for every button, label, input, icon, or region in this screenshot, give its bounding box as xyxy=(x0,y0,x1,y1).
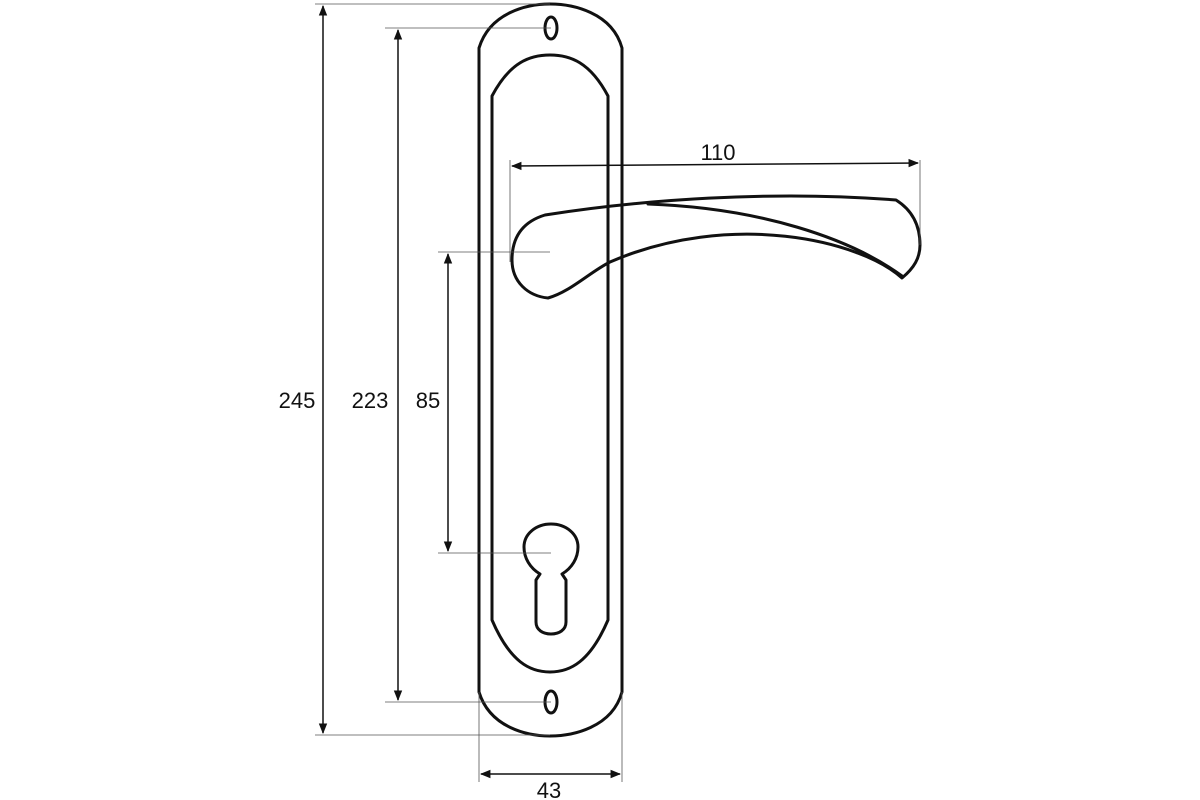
keyhole xyxy=(522,522,580,636)
label-hole-spacing: 223 xyxy=(352,388,389,413)
backplate-outer xyxy=(477,2,624,738)
lever-twist-line xyxy=(646,202,904,278)
lever-handle xyxy=(510,194,922,300)
label-plate-width: 43 xyxy=(537,778,561,800)
dim-line-handle-length xyxy=(510,158,920,171)
label-handle-length: 110 xyxy=(700,140,735,165)
label-total-height: 245 xyxy=(279,388,316,413)
backplate-inner xyxy=(490,53,610,674)
label-handle-to-keyhole: 85 xyxy=(416,388,440,413)
